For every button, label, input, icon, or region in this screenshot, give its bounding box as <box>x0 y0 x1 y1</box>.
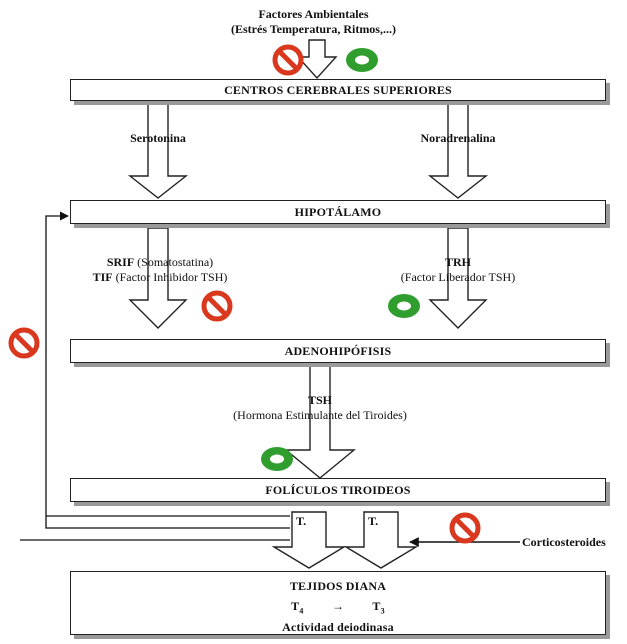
foliculos-tiroideos-box: FOLÍCULOS TIROIDEOS <box>70 478 606 502</box>
tsh-description: (Hormona Estimulante del Tiroides) <box>233 408 407 422</box>
arrow-env-to-centros <box>296 39 338 80</box>
green-ring-stimulation-icon <box>346 48 378 72</box>
trh-label: TRH <box>444 255 471 269</box>
actividad-deiodinasa-label: Actividad deiodinasa <box>282 620 394 635</box>
t3-small-label: T. <box>368 514 379 528</box>
green-ring-stimulation-icon <box>388 294 420 318</box>
no-entry-inhibition-icon <box>449 512 481 544</box>
arrow-tsh <box>284 365 356 479</box>
hipotalamo-box: HIPOTÁLAMO <box>70 200 606 224</box>
factores-ambientales-title: Factores Ambientales <box>258 7 369 21</box>
no-entry-inhibition-icon <box>272 44 304 76</box>
centros-cerebrales-label: CENTROS CEREBRALES SUPERIORES <box>224 82 452 97</box>
srif-label: SRIF (Somatostatina) <box>106 255 214 269</box>
t4-small-label: T. <box>296 514 307 528</box>
t4-to-t3-conversion: T4 → T3 <box>291 599 385 616</box>
no-entry-inhibition-icon <box>201 290 233 322</box>
tejidos-diana-box: TEJIDOS DIANA T4 → T3 Actividad deiodina… <box>70 571 606 635</box>
arrow-trh <box>428 227 488 329</box>
green-ring-stimulation-icon <box>261 447 293 471</box>
foliculos-tiroideos-label: FOLÍCULOS TIROIDEOS <box>265 482 411 497</box>
trh-description: (Factor Liberador TSH) <box>400 270 516 284</box>
adenohipofisis-label: ADENOHIPÓFISIS <box>284 343 392 358</box>
adenohipofisis-box: ADENOHIPÓFISIS <box>70 339 606 363</box>
arrow-t4 <box>271 511 347 569</box>
centros-cerebrales-box: CENTROS CEREBRALES SUPERIORES <box>70 79 606 101</box>
arrow-serotonina <box>127 103 189 199</box>
noradrenalina-label: Noradrenalina <box>420 131 496 145</box>
corticosteroides-label: Corticosteroides <box>522 535 606 549</box>
arrow-t3 <box>343 511 419 569</box>
serotonina-label: Serotonina <box>130 131 186 145</box>
tif-label: TIF (Factor Inhibidor TSH) <box>92 270 228 284</box>
factores-ambientales-subtitle: (Estrés Temperatura, Ritmos,...) <box>231 22 396 36</box>
no-entry-inhibition-icon <box>8 327 40 359</box>
arrow-noradrenalina <box>427 103 489 199</box>
tsh-label: TSH <box>307 393 332 407</box>
tejidos-diana-label: TEJIDOS DIANA <box>289 579 387 593</box>
feedback-line-hipotalamo <box>45 211 290 529</box>
arrow-srif-tif <box>128 227 188 329</box>
hipotalamo-label: HIPOTÁLAMO <box>294 204 382 219</box>
